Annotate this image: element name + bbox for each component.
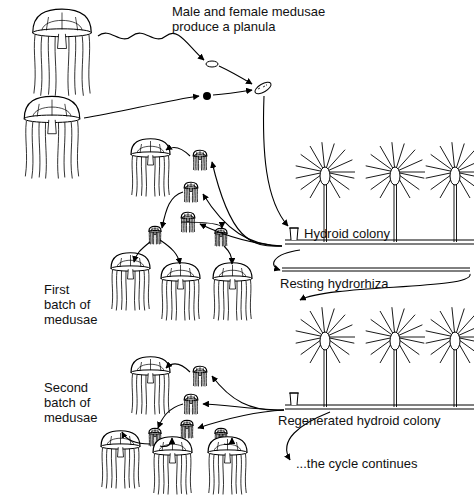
arrow	[98, 33, 204, 60]
arrow	[200, 224, 282, 246]
young-medusa	[184, 394, 198, 414]
hydrorhiza-stolon	[285, 405, 474, 409]
planula-larva	[253, 80, 273, 96]
caption-label: ...the cycle continues	[296, 456, 474, 471]
planula-stipple	[258, 85, 267, 89]
arrow	[274, 250, 300, 270]
arrow	[181, 222, 222, 228]
arrow	[158, 404, 183, 428]
arrow	[160, 438, 172, 447]
arrow	[203, 404, 284, 410]
adult-medusa	[131, 139, 170, 197]
gonotheca-cup	[289, 393, 299, 405]
arrow	[134, 242, 150, 262]
arrow	[160, 240, 180, 264]
young-medusa	[193, 366, 207, 386]
caption-label: Hydroid colony	[304, 226, 474, 241]
adult-medusa	[101, 431, 140, 489]
caption-label: Resting hydrorhiza	[280, 276, 470, 291]
arrow	[224, 438, 232, 445]
arrow	[213, 90, 252, 95]
arrow	[166, 364, 190, 372]
caption-label: Regenerated hydroid colony	[278, 413, 474, 428]
young-medusa	[149, 226, 161, 244]
adult-medusa	[208, 437, 247, 495]
caption-label: First batch of medusae	[44, 282, 104, 327]
adult-medusa	[161, 263, 200, 321]
caption-label: Second batch of medusae	[44, 380, 104, 425]
arrow	[122, 432, 150, 444]
parent-medusa	[33, 9, 92, 96]
gonotheca-cup	[289, 228, 299, 240]
resting-hydrorhiza-stolon	[282, 268, 470, 271]
arrow	[198, 410, 284, 428]
young-medusa	[193, 150, 207, 170]
arrow	[219, 66, 252, 84]
arrow	[203, 194, 282, 246]
hydroid-polyp	[426, 142, 474, 242]
young-medusa	[181, 420, 193, 438]
hydroid-polyp	[366, 307, 425, 407]
hydroid-polyp	[426, 307, 474, 407]
adult-medusa	[153, 437, 192, 495]
caption-label: Male and female medusae produce a planul…	[172, 4, 357, 34]
adult-medusa	[111, 253, 150, 311]
arrow	[166, 148, 190, 156]
adult-medusa	[213, 263, 252, 321]
sperm-cell	[206, 61, 218, 67]
young-medusa	[184, 182, 198, 202]
adult-medusa	[131, 357, 170, 415]
arrow	[84, 96, 199, 118]
hydroid-polyp	[296, 307, 355, 407]
egg-cell	[203, 92, 211, 100]
arrow	[224, 246, 232, 264]
parent-medusa	[24, 96, 79, 178]
arrow	[162, 192, 183, 228]
arrow	[263, 96, 288, 226]
